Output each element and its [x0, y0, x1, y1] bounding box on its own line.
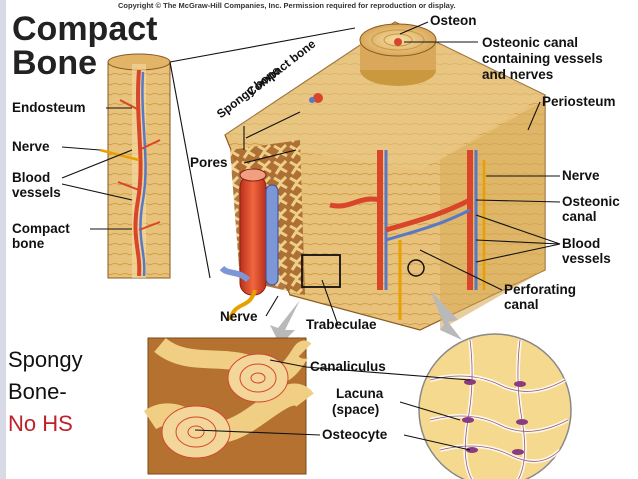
overlay-line-3: No HS [8, 411, 73, 436]
label-pores: Pores [190, 155, 228, 170]
label-blood-vessels-left-1: Blood [12, 170, 51, 185]
label-perforating-canal-1: Perforating [504, 282, 577, 297]
spongy-inset [143, 337, 314, 475]
compact-bone-block [219, 21, 546, 331]
label-compact-bone-left-2: bone [12, 236, 45, 251]
label-nerve-right: Nerve [562, 168, 600, 183]
label-blood-vessels-right-2: vessels [562, 251, 611, 266]
copyright-text: Copyright © The McGraw-Hill Companies, I… [118, 1, 456, 10]
label-osteonic-canal-top-1: Osteonic canal [482, 35, 579, 50]
label-blood-vessels-right-1: Blood [562, 236, 601, 251]
overlay-line-1: Spongy [8, 347, 83, 372]
label-blood-vessels-left-2: vessels [12, 185, 61, 200]
label-periosteum: Periosteum [542, 94, 616, 109]
label-compact-bone-left-1: Compact [12, 221, 70, 236]
title-line-1: Compact [12, 10, 158, 48]
label-lacuna-1: Lacuna [336, 386, 384, 401]
label-osteonic-canal-right-1: Osteonic [562, 194, 620, 209]
label-trabeculae: Trabeculae [306, 317, 377, 332]
label-osteonic-canal-top-2: containing vessels [482, 51, 603, 66]
label-canaliculus: Canaliculus [310, 359, 386, 374]
label-osteon: Osteon [430, 13, 477, 28]
lacuna-inset [418, 333, 572, 479]
overlay-line-2: Bone- [8, 379, 67, 404]
label-osteonic-canal-right-2: canal [562, 209, 597, 224]
label-perforating-canal-2: canal [504, 297, 539, 312]
label-osteocyte: Osteocyte [322, 427, 388, 442]
label-endosteum: Endosteum [12, 100, 86, 115]
label-lacuna-2: (space) [332, 402, 380, 417]
slide-edge-bar [0, 0, 6, 479]
left-bone-section [99, 53, 171, 279]
label-nerve-left: Nerve [12, 139, 50, 154]
leader-lines [61, 21, 561, 451]
label-osteonic-canal-top-3: and nerves [482, 67, 554, 82]
title-line-2: Bone [12, 44, 97, 82]
zoom-arrows [270, 290, 462, 345]
label-nerve-bottom: Nerve [220, 309, 258, 324]
